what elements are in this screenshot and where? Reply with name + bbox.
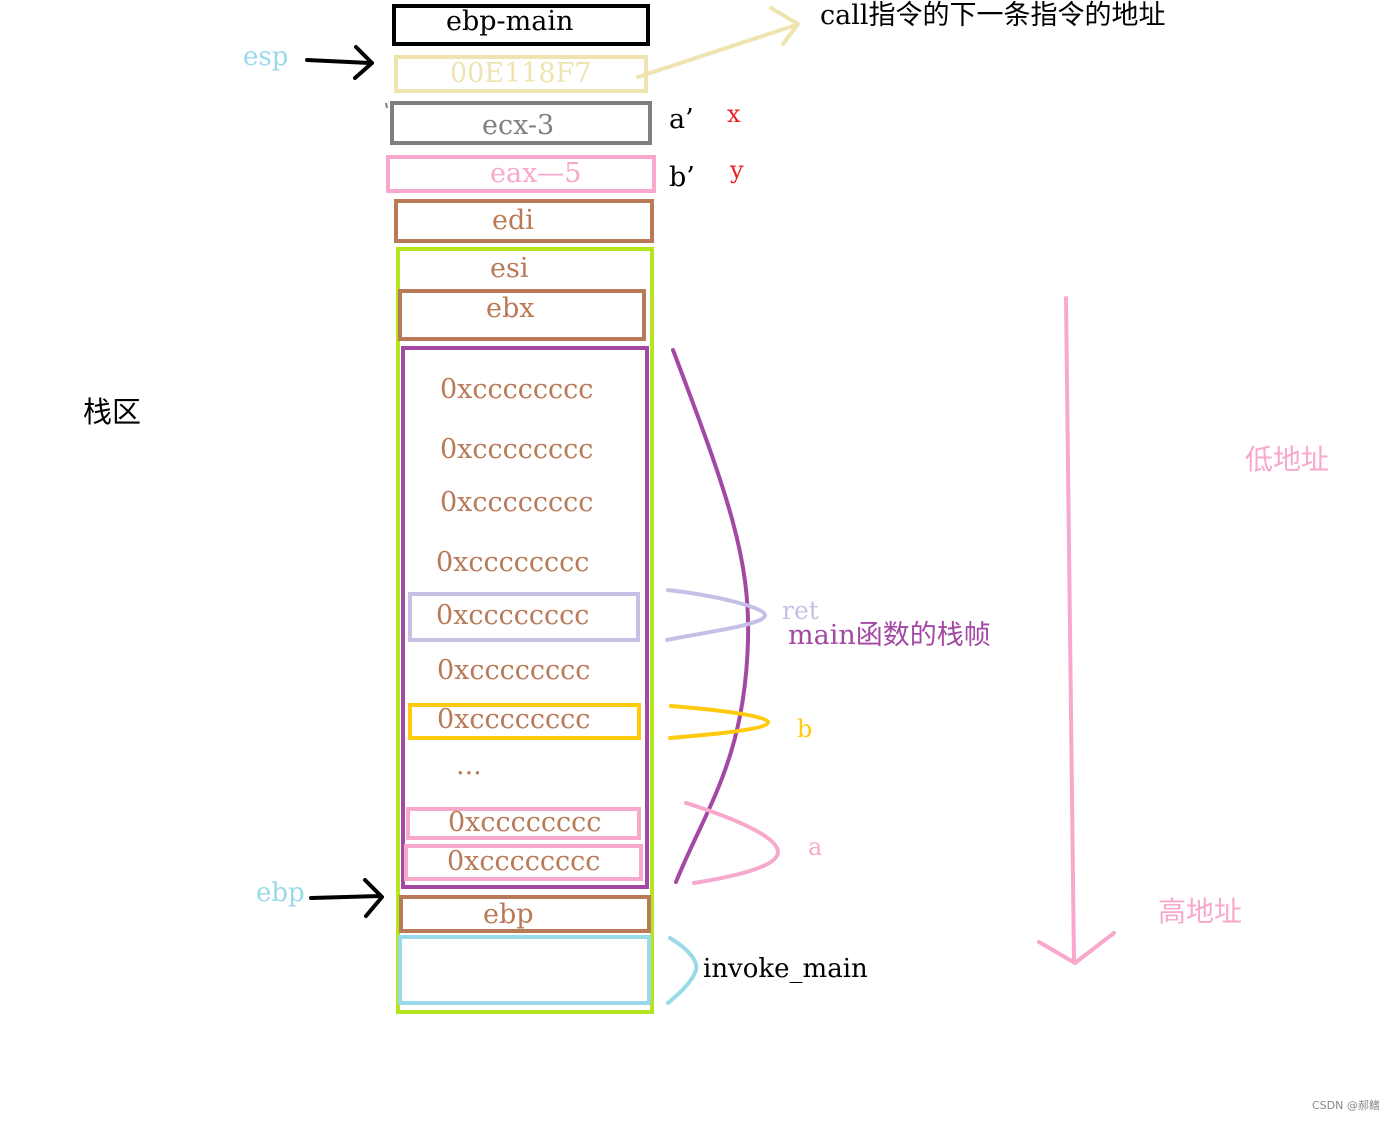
y-label: y [730,156,744,184]
stack-area-label: 栈区 [83,395,142,429]
watermark: CSDN @郝鳍 [1312,1099,1380,1112]
ebp-slot-text: ebp [483,899,534,930]
return-address-text: 00E118F7 [450,58,592,89]
stack-cell: 0xcccccccc [448,807,602,838]
stack-cell: 0xcccccccc [437,655,591,686]
a-prime-label: a’ [669,104,694,135]
call-next-instruction-note: call指令的下一条指令的地址 [820,0,1166,31]
main-frame-label: main函数的栈帧 [788,620,991,651]
a-brace [684,801,781,885]
stack-cell: 0xcccccccc [440,487,594,518]
stack-cell: 0xcccccccc [440,434,594,465]
ret-label: ret [782,596,819,625]
ebx-slot [398,289,646,341]
ebp-main-slot [392,4,650,46]
edi-text: edi [492,205,534,236]
ret-brace [665,588,768,642]
invoke-main-slot [398,935,651,1005]
ebp-main-text: ebp-main [446,6,574,37]
eax-text: eax—5 [490,158,582,189]
ebp-slot [399,895,651,933]
ecx-text: ecx-3 [482,110,555,141]
eax-slot [386,155,656,193]
ellipsis: ... [456,750,482,781]
a-slot-lower [404,844,643,881]
esp-arrow [305,45,374,80]
ebp-label: ebp [256,878,305,908]
x-label: x [727,100,741,128]
ebx-text: ebx [486,293,535,324]
stack-cell: 0xcccccccc [436,547,590,578]
main-frame-brace [671,348,751,884]
stray-mark [385,102,388,109]
invoke-main-label: invoke_main [703,954,868,984]
main-stack-frame [401,346,649,889]
stack-cell: 0xcccccccc [436,600,590,631]
edi-slot [394,199,654,243]
esi-frame [396,247,654,1014]
esp-label: esp [243,42,289,72]
high-address-label: 高地址 [1158,895,1243,928]
stack-cell: 0xcccccccc [447,846,601,877]
esi-text: esi [490,253,529,284]
a-slot-upper [406,807,641,840]
ecx-slot [390,101,652,145]
b-label: b [797,715,813,743]
b-brace [668,704,771,740]
ret-slot [408,592,640,642]
ebp-arrow [309,878,384,918]
b-prime-label: b’ [669,162,695,193]
a-label: a [808,833,823,861]
low-address-label: 低地址 [1245,443,1330,476]
invoke-main-brace [666,936,699,1005]
b-slot [408,703,641,740]
call-note-arrow [636,6,800,79]
address-direction-arrow [1037,296,1116,965]
stack-cell: 0xcccccccc [437,704,591,735]
stack-cell: 0xcccccccc [440,374,594,405]
